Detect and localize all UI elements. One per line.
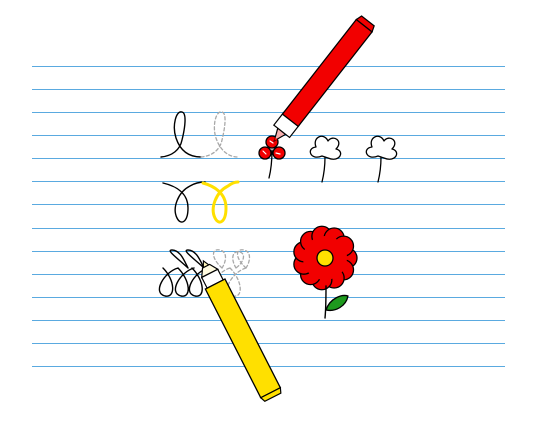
traced-double-loop bbox=[158, 249, 209, 297]
guide-dashed-tall-loop bbox=[200, 111, 239, 158]
clover-row bbox=[258, 135, 398, 183]
yellow-crayon-icon bbox=[200, 259, 282, 403]
clover-icon bbox=[365, 135, 398, 183]
leaf-icon bbox=[325, 294, 349, 312]
clover-icon bbox=[258, 135, 286, 179]
traced-tall-loop bbox=[160, 111, 202, 158]
colored-reverse-loop bbox=[201, 180, 240, 224]
ruled-lines bbox=[32, 66, 505, 367]
red-crayon-icon bbox=[272, 15, 375, 142]
flower-center bbox=[316, 249, 334, 267]
loop-trace-row-2 bbox=[162, 180, 240, 224]
flower-stem bbox=[324, 285, 327, 319]
flower-icon bbox=[293, 225, 358, 291]
flower-stem-and-leaf bbox=[324, 285, 349, 319]
clover-icon bbox=[309, 135, 342, 183]
loop-trace-row-1 bbox=[160, 111, 239, 158]
traced-reverse-loop bbox=[162, 181, 206, 223]
